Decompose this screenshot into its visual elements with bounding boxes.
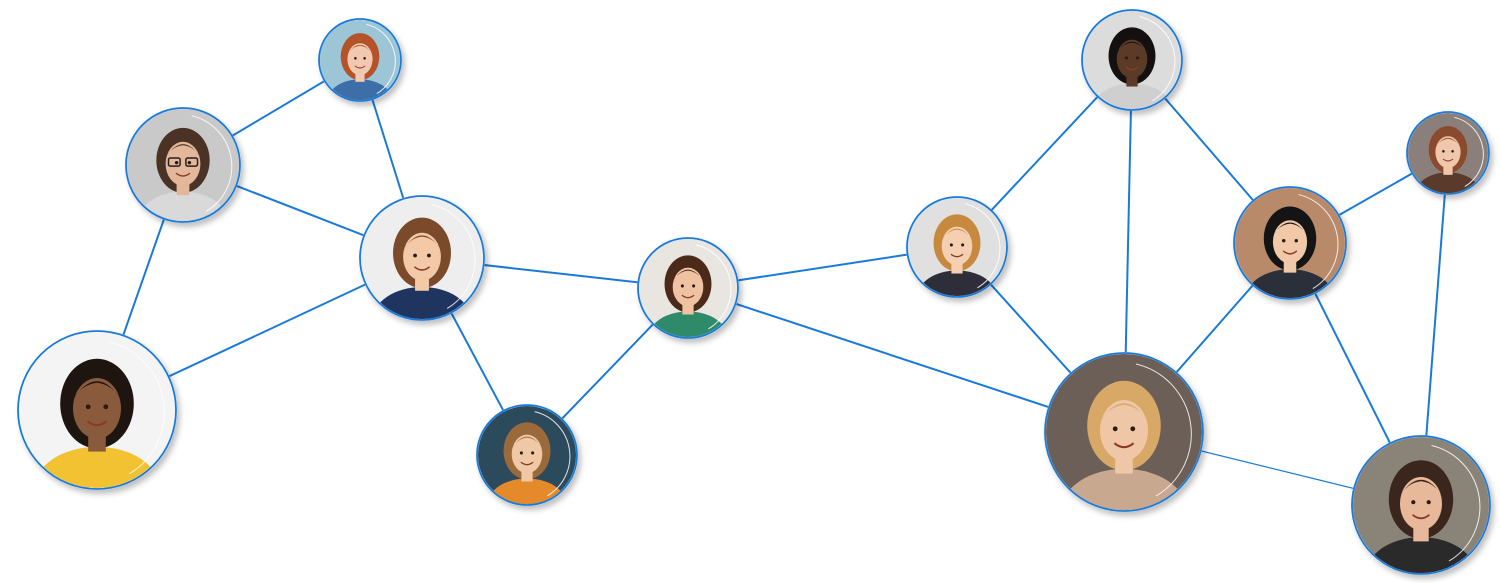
- avatar-ring: [17, 330, 177, 490]
- avatar-portrait: [361, 197, 483, 319]
- person-node-3[interactable]: [359, 195, 485, 352]
- avatar-portrait: [19, 332, 175, 488]
- person-node-8[interactable]: [1081, 9, 1183, 137]
- avatar-portrait: [1353, 437, 1489, 573]
- decorative-arc: [1139, 16, 1176, 102]
- person-node-10[interactable]: [1233, 186, 1347, 328]
- person-node-9[interactable]: [1044, 352, 1204, 552]
- person-node-2[interactable]: [125, 107, 241, 252]
- avatar-ring: [1406, 111, 1490, 195]
- decorative-arc: [1431, 445, 1481, 562]
- avatar-ring: [476, 404, 578, 506]
- avatar-portrait: [1408, 113, 1488, 193]
- decorative-arc: [1454, 116, 1484, 188]
- decorative-arc: [191, 115, 233, 212]
- decorative-arc: [431, 203, 476, 309]
- decorative-arc: [366, 23, 396, 95]
- avatar-portrait: [1235, 188, 1345, 298]
- avatar-ring: [906, 196, 1008, 298]
- person-node-4[interactable]: [17, 330, 177, 530]
- avatar-portrait: [908, 198, 1006, 296]
- decorative-arc: [695, 244, 732, 330]
- avatar-portrait: [1046, 354, 1202, 510]
- decorative-arc: [108, 341, 165, 475]
- avatar-ring: [125, 107, 241, 223]
- avatar-ring: [637, 237, 739, 339]
- avatar-portrait: [639, 239, 737, 337]
- connection-lines: [96, 59, 1449, 506]
- decorative-arc: [534, 411, 571, 497]
- avatar-ring: [318, 18, 402, 102]
- decorative-arc: [964, 203, 1001, 289]
- avatar-ring: [359, 195, 485, 321]
- avatar-ring: [1081, 9, 1183, 111]
- avatar-ring: [1044, 352, 1204, 512]
- avatar-portrait: [127, 109, 239, 221]
- avatar-portrait: [320, 20, 400, 100]
- avatar-portrait: [478, 406, 576, 504]
- person-nodes: [17, 9, 1491, 583]
- decorative-arc: [1298, 194, 1339, 290]
- avatar-portrait: [1083, 11, 1181, 109]
- person-node-7[interactable]: [906, 196, 1008, 324]
- person-node-11[interactable]: [1406, 111, 1490, 216]
- person-node-1[interactable]: [318, 18, 402, 123]
- person-node-12[interactable]: [1351, 435, 1491, 583]
- person-node-6[interactable]: [637, 237, 739, 365]
- avatar-ring: [1351, 435, 1491, 575]
- avatar-ring: [1233, 186, 1347, 300]
- decorative-arc: [1135, 363, 1192, 497]
- person-node-5[interactable]: [476, 404, 578, 532]
